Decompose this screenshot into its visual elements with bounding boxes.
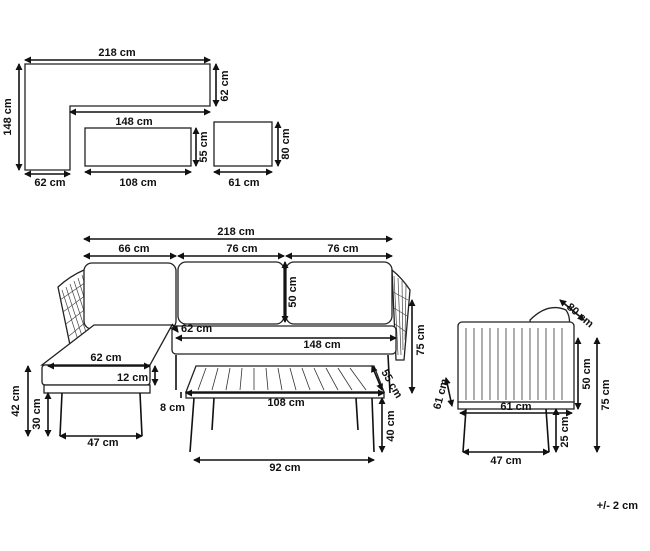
coffee-table-top [185, 365, 385, 393]
dim-plan-chair-width: 61 cm [228, 177, 259, 189]
dim-sofa-total-height: 75 cm [415, 324, 427, 355]
dim-leg-height: 30 cm [31, 398, 43, 429]
dim-cushion-thickness: 12 cm [117, 372, 148, 384]
table-plan [84, 127, 192, 167]
dim-table-top: 108 cm [267, 397, 305, 409]
tolerance-note: +/- 2 cm [596, 500, 638, 512]
dim-chair-leg-height: 25 cm [559, 416, 571, 447]
sofa-front-view: 218 cm 66 cm 76 cm 76 cm 50 cm 62 cm 148… [10, 226, 427, 474]
dim-front-total-width: 218 cm [217, 226, 255, 238]
chair-body [457, 321, 575, 407]
chair-plan [213, 121, 273, 167]
dim-chair-total-height: 75 cm [600, 379, 612, 410]
dim-cushion-1: 66 cm [118, 243, 149, 255]
back-cushion-3 [285, 261, 393, 325]
dim-plan-chaise-width: 62 cm [34, 177, 65, 189]
dim-seat-height: 42 cm [10, 385, 22, 416]
dim-chair-depth: 61 cm [500, 401, 531, 413]
back-cushion-2 [177, 261, 285, 325]
dim-table-height: 40 cm [385, 410, 397, 441]
dim-plan-arm-depth: 62 cm [219, 70, 231, 101]
chair-view: 80 cm 61 cm 61 cm 50 cm 75 cm 25 cm 47 c… [431, 299, 612, 467]
dim-seat-depth: 62 cm [181, 323, 212, 335]
dim-chair-arm: 61 cm [431, 377, 451, 410]
back-cushion-1 [83, 262, 177, 330]
dim-table-thickness: 8 cm [160, 402, 185, 414]
dim-leg-span: 47 cm [87, 437, 118, 449]
dim-seat-length: 148 cm [303, 339, 341, 351]
dim-chair-leg-span: 47 cm [490, 455, 521, 467]
dim-plan-table-width: 108 cm [119, 177, 157, 189]
dim-cushion-2: 76 cm [226, 243, 257, 255]
dim-plan-table-depth: 55 cm [198, 131, 210, 162]
dim-plan-inner-length: 148 cm [115, 116, 153, 128]
dim-table-leg-span: 92 cm [269, 462, 300, 474]
dim-plan-sofa-width: 218 cm [98, 47, 136, 59]
sofa-base [43, 384, 151, 394]
dim-chair-seat-height: 50 cm [581, 358, 593, 389]
plan-view: 218 cm 62 cm 148 cm 148 cm 62 cm 108 cm … [2, 47, 292, 189]
dim-plan-chair-depth: 80 cm [280, 128, 292, 159]
dim-plan-sofa-depth: 148 cm [2, 98, 14, 136]
dim-back-height: 50 cm [287, 276, 299, 307]
dim-cushion-3: 76 cm [327, 243, 358, 255]
sofa-plan-outline [24, 63, 211, 171]
dim-chaise-width: 62 cm [90, 352, 121, 364]
